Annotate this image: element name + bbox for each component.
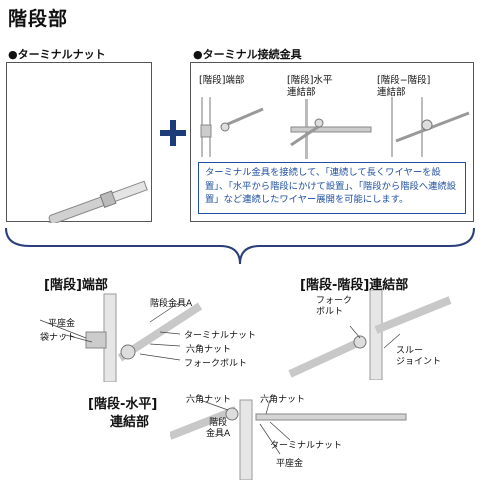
diagram-stair-stair-title: [階段-階段]連結部 <box>300 278 409 293</box>
fittings-heading: ●ターミナル接続金具 <box>193 48 302 61</box>
label-hex-nut: 六角ナット <box>186 345 232 355</box>
terminal-nut-heading: ●ターミナルナット <box>8 48 106 61</box>
description-text: ターミナル金具を接続して、「連続して長くワイヤーを設置」、「水平から階段にかけて… <box>198 162 466 214</box>
fittings-photos <box>200 97 470 159</box>
label-terminal-nut-2: ターミナルナット <box>270 441 343 451</box>
diagram-horizontal-illustration <box>170 399 407 480</box>
diagram-stair-stair-illustration <box>288 290 452 380</box>
label-flat-washer-2: 平座金 <box>276 459 304 469</box>
label-hex-nut-1: 六角ナット <box>186 395 232 405</box>
brace-bracket <box>5 227 475 265</box>
label-flat-washer: 平座金 <box>48 319 76 329</box>
label-stair-fitting-a-2: 階段 金具A <box>206 418 231 439</box>
diagram-end-illustration <box>39 293 203 382</box>
label-fork-bolt-2: フォーク ボルト <box>316 296 353 317</box>
diagram-horizontal-title-line2: 連結部 <box>110 415 150 430</box>
sub-image-horizontal-label: [階段]水平 連結部 <box>287 75 333 98</box>
diagram-horizontal-title-line1: [階段-水平] <box>88 397 158 412</box>
terminal-nut-photo <box>6 62 152 241</box>
sub-image-end-label: [階段]端部 <box>199 75 245 86</box>
label-cap-nut: 袋ナット <box>40 333 77 343</box>
fittings-panel: [階段]端部 [階段]水平 連結部 [階段−階段] 連結部 <box>190 62 474 222</box>
diagram-end-title: [階段]端部 <box>44 278 108 293</box>
plus-icon <box>160 120 186 146</box>
label-hex-nut-2: 六角ナット <box>260 395 306 405</box>
terminal-nut-illustration <box>10 180 148 241</box>
label-fork-bolt: フォークボルト <box>184 359 248 369</box>
label-stair-fitting-a: 階段金具A <box>150 299 193 309</box>
label-terminal-nut: ターミナルナット <box>184 331 257 341</box>
label-through-joint: スルー ジョイント <box>396 346 442 367</box>
page-title: 階段部 <box>8 8 69 30</box>
sub-image-stair-stair-label: [階段−階段] 連結部 <box>377 75 431 98</box>
